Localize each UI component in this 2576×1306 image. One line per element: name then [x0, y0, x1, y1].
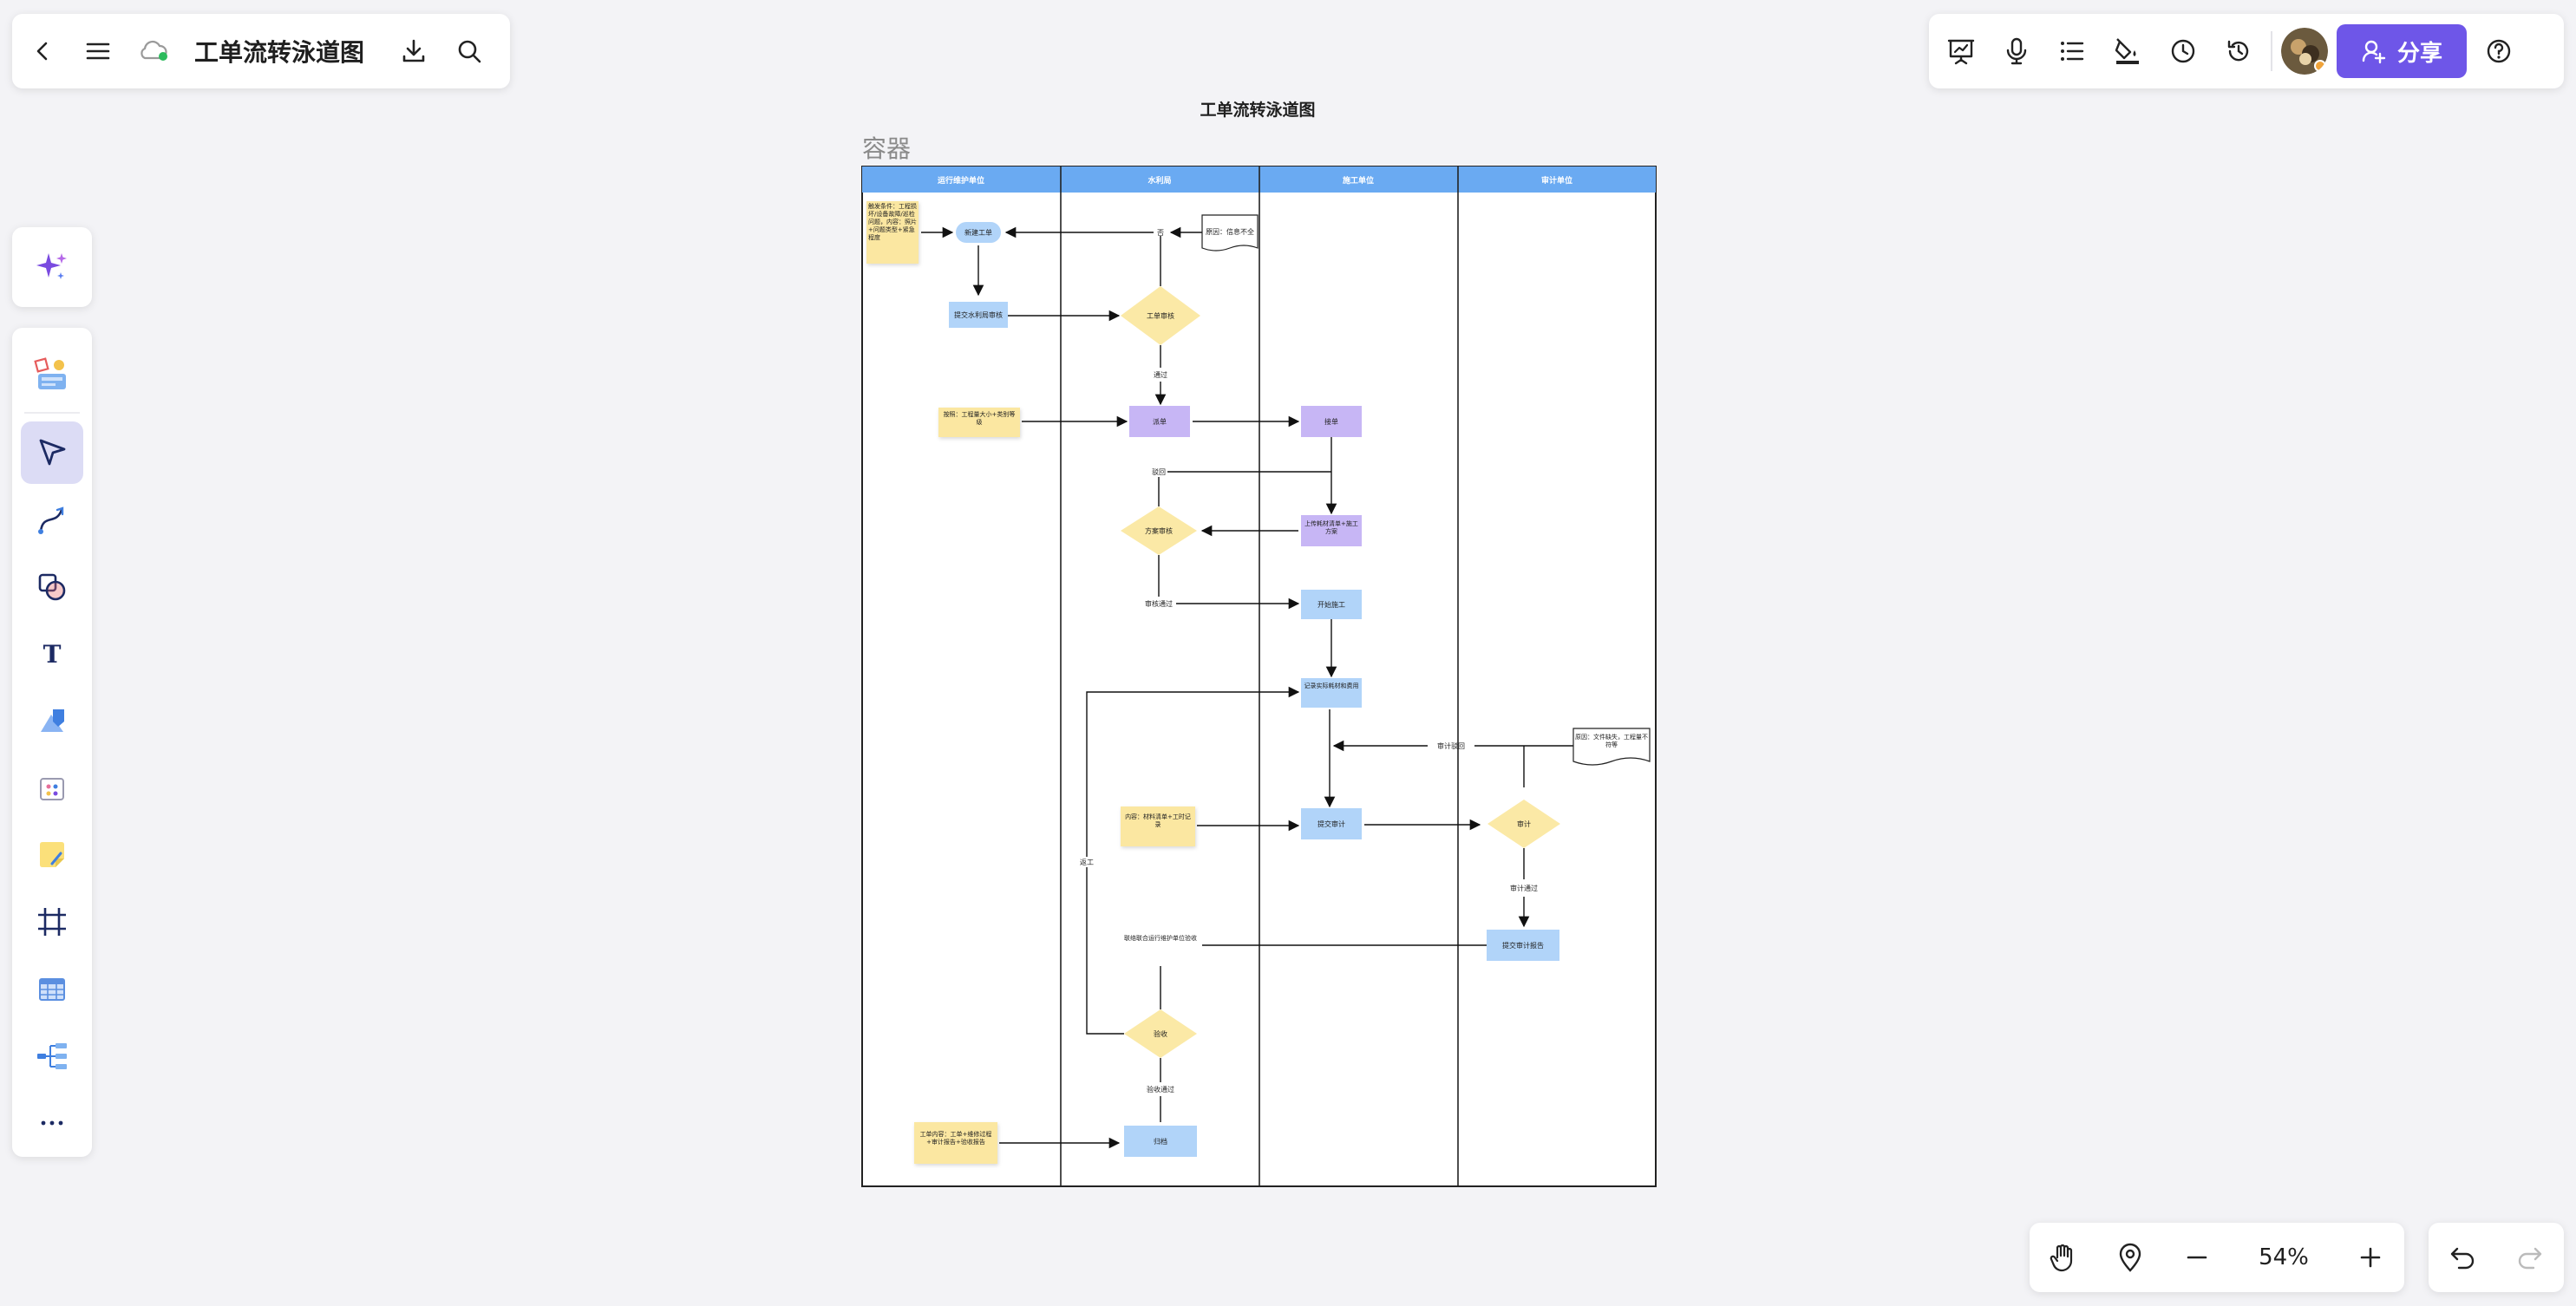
- node-new-ticket[interactable]: 新建工单: [956, 222, 1001, 243]
- node-submit-audit-report[interactable]: 提交审计报告: [1487, 930, 1559, 961]
- sticky-note-text: 内容：材料清单+工时记录: [1123, 813, 1193, 829]
- sticky-note-trigger[interactable]: 触发条件：工程损坏/设备故障/巡检问题，内容：照片+问题类型+紧急程度: [866, 201, 919, 264]
- node-upload-plan[interactable]: 上传耗材清单+施工方案: [1301, 515, 1362, 546]
- node-label: 提交审计报告: [1502, 941, 1544, 950]
- sticky-note-classify[interactable]: 按照：工程量大小+类别等级: [938, 408, 1020, 437]
- node-label: 验收: [1154, 1029, 1167, 1038]
- node-label: 上传耗材清单+施工方案: [1303, 520, 1360, 536]
- edge-label[interactable]: 通过: [1154, 370, 1167, 379]
- edge-label[interactable]: 否: [1157, 229, 1164, 237]
- sticky-note-text: 按照：工程量大小+类别等级: [941, 411, 1017, 427]
- sticky-note-text: 工单内容：工单+维修过程+审计报告+验收报告: [917, 1131, 995, 1146]
- node-submit-to-bureau[interactable]: 提交水利局审核: [949, 302, 1008, 328]
- node-label: 原因：文件缺失，工程量不符等: [1575, 734, 1648, 749]
- node-label: 派单: [1153, 417, 1167, 426]
- node-label: 开始施工: [1317, 600, 1345, 609]
- node-label: 归档: [1154, 1137, 1167, 1146]
- sticky-note-archive[interactable]: 工单内容：工单+维修过程+审计报告+验收报告: [914, 1122, 997, 1164]
- edge-label[interactable]: 审计驳回: [1437, 741, 1465, 750]
- node-label: 记录实际耗材和费用: [1303, 682, 1360, 690]
- node-accept[interactable]: 接单: [1301, 406, 1362, 437]
- node-record-cost[interactable]: 记录实际耗材和费用: [1301, 678, 1362, 708]
- lane-header[interactable]: 水利局: [1147, 175, 1171, 186]
- node-label: 联络联合运行维护单位验收: [1124, 935, 1197, 943]
- node-label: 方案审核: [1145, 526, 1173, 535]
- lane-header[interactable]: 运行维护单位: [938, 175, 984, 186]
- edge-label[interactable]: 驳回: [1152, 468, 1166, 476]
- edge-label[interactable]: 验收通过: [1147, 1085, 1174, 1094]
- node-archive[interactable]: 归档: [1124, 1126, 1197, 1157]
- sticky-note-text: 触发条件：工程损坏/设备故障/巡检问题，内容：照片+问题类型+紧急程度: [868, 203, 917, 242]
- edge-label[interactable]: 审核通过: [1145, 599, 1173, 608]
- node-dispatch[interactable]: 派单: [1129, 406, 1190, 437]
- node-submit-audit[interactable]: 提交审计: [1301, 808, 1362, 839]
- lane-header[interactable]: 施工单位: [1343, 175, 1374, 186]
- edge-label[interactable]: 返工: [1080, 859, 1094, 866]
- text-joint-acceptance[interactable]: 联络联合运行维护单位验收: [1124, 935, 1197, 961]
- node-label: 提交水利局审核: [954, 310, 1003, 319]
- note-reject-info[interactable]: 原因：信息不全: [1202, 215, 1258, 251]
- node-start-construction[interactable]: 开始施工: [1301, 590, 1362, 619]
- lane-header[interactable]: 审计单位: [1541, 175, 1572, 186]
- edge-label[interactable]: 审计通过: [1510, 884, 1538, 892]
- sticky-note-materials[interactable]: 内容：材料清单+工时记录: [1121, 806, 1195, 846]
- node-label: 接单: [1324, 417, 1338, 426]
- node-label: 新建工单: [964, 228, 992, 237]
- node-label: 原因：信息不全: [1206, 227, 1254, 236]
- node-label: 工单审核: [1147, 311, 1174, 320]
- node-label: 提交审计: [1317, 820, 1345, 828]
- node-label: 审计: [1517, 820, 1531, 828]
